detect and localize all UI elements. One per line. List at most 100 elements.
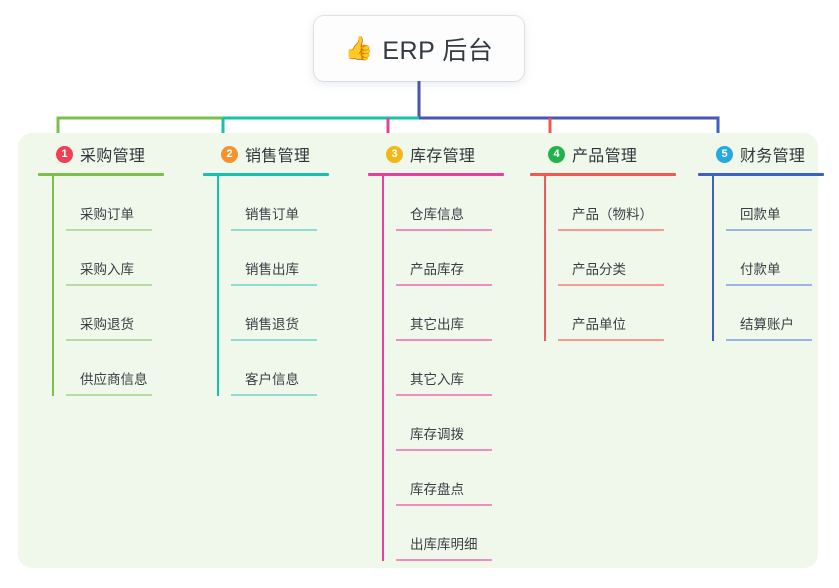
leaf-underline <box>726 229 812 231</box>
leaf-label: 销售出库 <box>245 262 299 277</box>
leaf-label: 采购订单 <box>80 207 134 222</box>
leaf-label: 结算账户 <box>740 317 794 332</box>
branch-column-2: 2 销售管理销售订单销售出库销售退货客户信息 <box>203 141 329 396</box>
leaf-underline <box>726 339 812 341</box>
leaf-underline <box>558 339 664 341</box>
leaf-label: 客户信息 <box>245 372 299 387</box>
leaf-underline <box>66 284 152 286</box>
leaf-underline <box>396 449 492 451</box>
leaf-item[interactable]: 销售出库 <box>231 231 329 286</box>
branch-title-2: 销售管理 <box>245 148 311 165</box>
leaf-label: 产品库存 <box>410 262 464 277</box>
branch-column-1: 1 采购管理采购订单采购入库采购退货供应商信息 <box>38 141 164 396</box>
leaf-underline <box>558 229 664 231</box>
leaf-underline <box>558 284 664 286</box>
branch-underline-4 <box>530 173 676 176</box>
leaf-label: 产品单位 <box>572 317 626 332</box>
leaf-label: 采购退货 <box>80 317 134 332</box>
leaf-item[interactable]: 回款单 <box>726 176 824 231</box>
branches-panel <box>18 133 818 568</box>
branch-badge-3: 3 <box>386 145 403 163</box>
leaf-item[interactable]: 仓库信息 <box>396 176 504 231</box>
leaf-item[interactable]: 销售退货 <box>231 286 329 341</box>
thumbs-up-emoji: 👍 <box>344 35 374 61</box>
branch-badge-4: 4 <box>548 145 565 163</box>
leaf-underline <box>231 229 317 231</box>
leaf-underline <box>66 229 152 231</box>
branch-header-2[interactable]: 2 销售管理 <box>203 141 329 167</box>
branch-badge-2: 2 <box>221 145 238 163</box>
leaf-item[interactable]: 产品库存 <box>396 231 504 286</box>
branch-spine-2 <box>217 176 219 396</box>
branch-leaf-list-5: 回款单付款单结算账户 <box>698 176 824 341</box>
leaf-label: 付款单 <box>740 262 781 277</box>
branch-header-3[interactable]: 3 库存管理 <box>368 141 504 167</box>
leaf-underline <box>66 339 152 341</box>
leaf-label: 供应商信息 <box>80 372 148 387</box>
leaf-item[interactable]: 结算账户 <box>726 286 824 341</box>
leaf-item[interactable]: 其它入库 <box>396 341 504 396</box>
branch-header-1[interactable]: 1 采购管理 <box>38 141 164 167</box>
branch-badge-1: 1 <box>56 145 73 163</box>
branch-title-3: 库存管理 <box>410 148 476 165</box>
leaf-underline <box>396 394 492 396</box>
branch-leaf-list-4: 产品（物料） 产品分类产品单位 <box>530 176 676 341</box>
branch-leaf-list-2: 销售订单销售出库销售退货客户信息 <box>203 176 329 396</box>
leaf-item[interactable]: 采购入库 <box>66 231 164 286</box>
branch-badge-5: 5 <box>716 145 733 163</box>
leaf-underline <box>396 284 492 286</box>
leaf-underline <box>231 394 317 396</box>
branch-column-4: 4 产品管理产品（物料） 产品分类产品单位 <box>530 141 676 341</box>
leaf-label: 采购入库 <box>80 262 134 277</box>
leaf-item[interactable]: 付款单 <box>726 231 824 286</box>
leaf-label: 库存调拨 <box>410 427 464 442</box>
leaf-label: 产品分类 <box>572 262 626 277</box>
branch-underline-2 <box>203 173 329 176</box>
leaf-label: 销售退货 <box>245 317 299 332</box>
leaf-item[interactable]: 供应商信息 <box>66 341 164 396</box>
branch-title-1: 采购管理 <box>80 148 146 165</box>
leaf-item[interactable]: 库存调拨 <box>396 396 504 451</box>
leaf-label: 销售订单 <box>245 207 299 222</box>
leaf-item[interactable]: 产品（物料） <box>558 176 676 231</box>
leaf-item[interactable]: 产品分类 <box>558 231 676 286</box>
leaf-underline <box>726 284 812 286</box>
leaf-underline <box>396 339 492 341</box>
leaf-label: 出库库明细 <box>410 537 478 552</box>
branch-columns: 1 采购管理采购订单采购入库采购退货供应商信息 2 销售管理销售订单销售出库销售退货客… <box>18 133 824 568</box>
leaf-item[interactable]: 其它出库 <box>396 286 504 341</box>
branch-underline-1 <box>38 173 164 176</box>
leaf-item[interactable]: 采购退货 <box>66 286 164 341</box>
leaf-item[interactable]: 销售订单 <box>231 176 329 231</box>
branch-title-4: 产品管理 <box>572 148 638 165</box>
branch-header-4[interactable]: 4 产品管理 <box>530 141 676 167</box>
leaf-item[interactable]: 库存盘点 <box>396 451 504 506</box>
leaf-label: 回款单 <box>740 207 781 222</box>
root-node-title: ERP 后台 <box>382 36 494 65</box>
leaf-underline <box>66 394 152 396</box>
branch-underline-3 <box>368 173 504 176</box>
leaf-underline <box>231 339 317 341</box>
leaf-label: 产品（物料） <box>572 207 653 222</box>
branch-spine-4 <box>544 176 546 341</box>
branch-leaf-list-1: 采购订单采购入库采购退货供应商信息 <box>38 176 164 396</box>
branch-underline-5 <box>698 173 824 176</box>
branch-leaf-list-3: 仓库信息产品库存其它出库其它入库库存调拨库存盘点出库库明细 <box>368 176 504 561</box>
leaf-underline <box>396 559 492 561</box>
leaf-item[interactable]: 客户信息 <box>231 341 329 396</box>
leaf-item[interactable]: 采购订单 <box>66 176 164 231</box>
root-node-card[interactable]: 👍 ERP 后台 <box>314 16 524 81</box>
leaf-label: 其它出库 <box>410 317 464 332</box>
branch-spine-1 <box>52 176 54 396</box>
leaf-underline <box>396 229 492 231</box>
leaf-item[interactable]: 产品单位 <box>558 286 676 341</box>
branch-column-3: 3 库存管理仓库信息产品库存其它出库其它入库库存调拨库存盘点出库库明细 <box>368 141 504 561</box>
leaf-underline <box>231 284 317 286</box>
leaf-label: 仓库信息 <box>410 207 464 222</box>
leaf-item[interactable]: 出库库明细 <box>396 506 504 561</box>
leaf-label: 库存盘点 <box>410 482 464 497</box>
branch-spine-5 <box>712 176 714 341</box>
